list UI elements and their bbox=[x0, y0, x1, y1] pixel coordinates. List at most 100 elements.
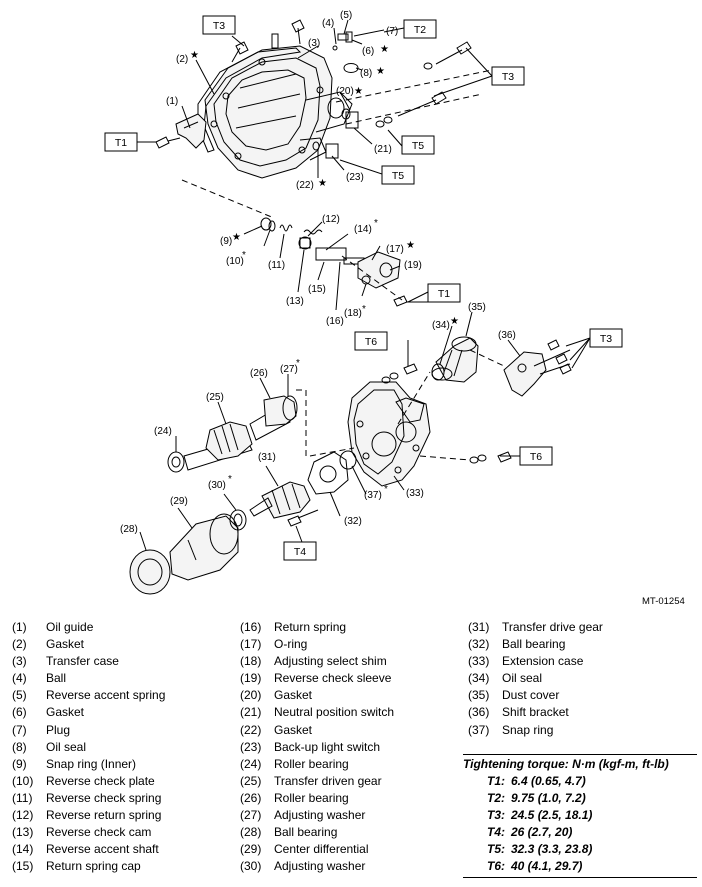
legend-item-name: Transfer case bbox=[46, 654, 119, 669]
legend-item-number: (28) bbox=[240, 825, 262, 840]
tag-t1-mid: T1 bbox=[438, 288, 450, 300]
callout-12: (12) bbox=[322, 214, 340, 225]
legend-item: (27)Adjusting washer bbox=[240, 807, 394, 824]
callout-18: (18) bbox=[344, 308, 362, 319]
torque-key: T3: bbox=[487, 808, 505, 823]
torque-key: T2: bbox=[487, 791, 505, 806]
callout-10: (10) bbox=[226, 256, 244, 267]
legend-item-number: (16) bbox=[240, 620, 262, 634]
asterisk-18: * bbox=[362, 304, 366, 315]
legend-item: (35) Dust cover bbox=[468, 687, 603, 704]
callout-25: (25) bbox=[206, 392, 224, 403]
legend-item-name: Oil seal bbox=[46, 739, 87, 754]
legend-item-number: (26) bbox=[240, 790, 262, 805]
legend-item-number: (5) bbox=[12, 688, 27, 703]
legend-item-number: (20) bbox=[240, 688, 262, 703]
legend-item-number: (23) bbox=[240, 739, 262, 754]
legend-item: (16)Return spring bbox=[240, 619, 394, 636]
leader-lines bbox=[136, 19, 591, 551]
asterisk-27: * bbox=[296, 358, 300, 369]
torque-value: 24.5 (2.5, 18.1) bbox=[511, 808, 593, 823]
legend-item-name: Reverse check spring bbox=[46, 790, 162, 805]
star-2: ★ bbox=[190, 50, 199, 61]
legend-item-number: (34) bbox=[468, 671, 490, 686]
tightening-torque-table: Tightening torque: N·m (kgf-m, ft-lb) T1… bbox=[463, 754, 697, 878]
legend-item: (30)Adjusting washer bbox=[240, 858, 394, 875]
legend-item-number: (18) bbox=[240, 654, 262, 669]
legend-item: (13)Reverse check cam bbox=[12, 824, 165, 841]
legend-item-number: (9) bbox=[12, 756, 27, 771]
legend-item-number: (10) bbox=[12, 773, 34, 788]
dust-cover-drawing bbox=[431, 336, 479, 383]
torque-key: T1: bbox=[487, 774, 505, 788]
note-marks: ★ ★ ★ ★ ★ ★ * * ★ * ★ * * * bbox=[190, 44, 459, 495]
legend-item: (2)Gasket bbox=[12, 636, 165, 653]
callout-1: (1) bbox=[166, 96, 178, 107]
legend-item: (12) Reverse return spring bbox=[12, 807, 165, 824]
legend-item: (3)Transfer case bbox=[12, 653, 165, 670]
legend-item-name: Reverse check sleeve bbox=[274, 671, 392, 686]
legend-item: (31) Transfer drive gear bbox=[468, 619, 603, 636]
legend-item-name: Back-up light switch bbox=[274, 739, 381, 754]
legend-item: (5)Reverse accent spring bbox=[12, 687, 165, 704]
assembly-lines-upper bbox=[181, 69, 493, 219]
torque-value: 26 (2.7, 20) bbox=[511, 825, 573, 840]
transfer-case-drawing bbox=[197, 45, 353, 179]
callout-2: (2) bbox=[176, 54, 188, 65]
legend-item-number: (17) bbox=[240, 637, 262, 652]
legend-item-name: Dust cover bbox=[502, 688, 560, 703]
star-6: ★ bbox=[380, 44, 389, 55]
torque-key: T5: bbox=[487, 842, 505, 857]
torque-row: T4:26 (2.7, 20) bbox=[463, 824, 697, 841]
tag-t6-lower: T6 bbox=[530, 451, 542, 463]
legend-item-name: Adjusting washer bbox=[274, 859, 366, 874]
callout-16: (16) bbox=[326, 316, 344, 327]
tag-t3-top-left: T3 bbox=[213, 20, 225, 32]
legend-item-number: (25) bbox=[240, 773, 262, 788]
legend-item: (7)Plug bbox=[12, 722, 165, 739]
callout-28: (28) bbox=[120, 524, 138, 535]
star-17: ★ bbox=[406, 240, 415, 251]
legend-item-name: Ball bbox=[46, 671, 67, 686]
legend-item: (29)Center differential bbox=[240, 841, 394, 858]
legend-item: (28)Ball bearing bbox=[240, 824, 394, 841]
callout-34: (34) bbox=[432, 320, 450, 331]
star-34: ★ bbox=[450, 316, 459, 327]
legend-item-name: Adjusting washer bbox=[274, 808, 366, 823]
legend-item-name: Gasket bbox=[274, 722, 313, 737]
legend-item-name: Roller bearing bbox=[274, 790, 349, 805]
legend-item: (23) Back-up light switch bbox=[240, 739, 394, 756]
callout-9: (9) bbox=[220, 236, 232, 247]
assembly-lines-lower bbox=[296, 349, 505, 458]
callout-21: (21) bbox=[374, 144, 392, 155]
callout-36: (36) bbox=[498, 330, 516, 341]
star-9: ★ bbox=[232, 232, 241, 243]
legend-item-number: (12) bbox=[12, 808, 34, 823]
callout-26: (26) bbox=[250, 368, 268, 379]
callout-32: (32) bbox=[344, 516, 362, 527]
legend-item-name: O-ring bbox=[274, 637, 308, 652]
torque-tag-labels: T3 T2 T3 T1 T5 T5 T1 T6 T3 T6 T4 bbox=[115, 20, 612, 558]
legend-item-name: Reverse accent shaft bbox=[46, 842, 159, 857]
legend-item: (14)Reverse accent shaft bbox=[12, 841, 165, 858]
legend-item-number: (31) bbox=[468, 620, 490, 634]
callout-5: (5) bbox=[340, 10, 352, 21]
legend-item: (11)Reverse check spring bbox=[12, 790, 165, 807]
legend-item: (37)Snap ring bbox=[468, 722, 603, 739]
legend-item: (22) Gasket bbox=[240, 722, 394, 739]
callout-11: (11) bbox=[268, 260, 285, 271]
torque-row: T5:32.3 (3.3, 23.8) bbox=[463, 841, 697, 858]
legend-item-number: (21) bbox=[240, 705, 262, 720]
legend-item-name: Transfer drive gear bbox=[502, 620, 603, 634]
callout-17: (17) bbox=[386, 244, 404, 255]
legend-item-name: Reverse return spring bbox=[46, 808, 162, 823]
legend-item-number: (35) bbox=[468, 688, 490, 703]
legend-item-number: (13) bbox=[12, 825, 34, 840]
shift-bracket-drawing bbox=[503, 349, 571, 397]
legend-item-number: (22) bbox=[240, 722, 262, 737]
star-20: ★ bbox=[354, 86, 363, 97]
callout-37: (37) bbox=[364, 490, 382, 501]
legend-item-name: Plug bbox=[46, 722, 71, 737]
callout-35: (35) bbox=[468, 302, 486, 313]
callout-19: (19) bbox=[404, 260, 422, 271]
